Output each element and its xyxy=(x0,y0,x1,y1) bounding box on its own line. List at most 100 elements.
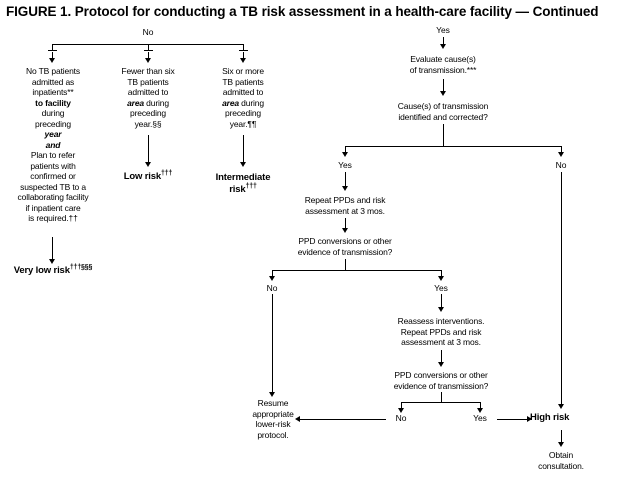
bracket-no-foot-right xyxy=(239,50,248,51)
branch-label-ppd1-no: No xyxy=(266,283,278,293)
branch-label-yes-top: Yes xyxy=(436,25,450,35)
bracket-no-foot-mid xyxy=(144,50,153,51)
connector-ppd2-yes-right xyxy=(497,419,528,420)
arrowhead-intermediate-risk xyxy=(240,162,246,167)
connector-fewer-to-low-risk xyxy=(148,135,149,165)
connector-ppd-question-1-down xyxy=(345,259,346,270)
node-no-tb-patients-l8: and xyxy=(45,139,61,150)
node-no-tb-patients-l6: preceding xyxy=(35,118,71,129)
node-no-tb-patients-l3: inpatients** xyxy=(32,87,74,97)
arrowhead-repeat-ppds-1 xyxy=(342,186,348,191)
node-evaluate-cause: Evaluate cause(s) of transmission.*** xyxy=(383,54,503,75)
bracket-no-foot-left xyxy=(48,50,57,51)
node-low-risk-label: Low risk xyxy=(123,171,162,182)
connector-cause-no-long-down xyxy=(561,172,562,407)
arrowhead-ppd-question-2 xyxy=(438,362,444,367)
arrowhead-ppd1-yes xyxy=(438,276,444,281)
node-no-tb-patients-l15: is required.†† xyxy=(28,213,78,223)
arrowhead-to-fewer-than-six xyxy=(145,58,151,63)
arrowhead-to-six-or-more xyxy=(240,58,246,63)
node-resume-l3: lower-risk xyxy=(255,419,291,429)
arrowhead-reassess xyxy=(438,307,444,312)
node-fewer-than-six-l4-rest: during xyxy=(143,97,169,108)
node-no-tb-patients-l2: admitted as xyxy=(31,76,75,87)
arrowhead-resume xyxy=(269,392,275,397)
node-obtain-consultation: Obtain consultation. xyxy=(516,450,606,471)
node-low-risk: Low risk††† xyxy=(105,170,191,183)
split-ppd1-horizontal xyxy=(272,270,442,271)
node-fewer-than-six-l2: TB patients xyxy=(127,76,169,87)
arrowhead-obtain-consultation xyxy=(558,442,564,447)
node-no-tb-patients-l10: patients with xyxy=(30,160,76,171)
node-evaluate-cause-l2: of transmission.*** xyxy=(409,64,477,75)
node-resume-l2: appropriate xyxy=(252,408,294,419)
node-very-low-risk: Very low risk†††§§§ xyxy=(4,263,102,277)
split-ppd2-horizontal xyxy=(401,402,481,403)
node-repeat-ppds-1-l2: assessment at 3 mos. xyxy=(305,205,385,216)
arrowhead-cause-yes xyxy=(342,152,348,157)
branch-label-ppd1-yes: Yes xyxy=(434,283,448,293)
split-cause-left-stem xyxy=(345,146,346,155)
connector-to-six-or-more xyxy=(243,52,244,60)
connector-yes-top xyxy=(443,37,444,46)
node-no-tb-patients-l11: confirmed or xyxy=(30,171,76,181)
node-resume-l4: protocol. xyxy=(257,429,289,440)
node-six-or-more: Six or more TB patients admitted to area… xyxy=(200,66,286,129)
connector-ppd-question-2-down xyxy=(441,392,442,402)
node-reassess-l2: Repeat PPDs and risk xyxy=(400,326,482,337)
node-reassess-interventions: Reassess interventions. Repeat PPDs and … xyxy=(379,316,503,348)
arrowhead-cause-no xyxy=(558,152,564,157)
node-evaluate-cause-l1: Evaluate cause(s) xyxy=(410,54,476,64)
node-fewer-than-six-l3: admitted to xyxy=(127,87,169,97)
split-ppd2-right-stem xyxy=(480,402,481,411)
node-no-tb-patients: No TB patients admitted as inpatients** … xyxy=(1,66,105,224)
arrowhead-high-risk-from-top xyxy=(558,404,564,409)
node-six-or-more-l4-area: area xyxy=(222,97,239,108)
node-resume-protocol: Resume appropriate lower-risk protocol. xyxy=(240,398,306,440)
node-very-low-risk-sup: †††§§§ xyxy=(69,263,93,271)
connector-six-to-intermediate-risk xyxy=(243,135,244,165)
node-fewer-than-six-l1: Fewer than six xyxy=(121,66,175,76)
node-cause-identified-l1: Cause(s) of transmission xyxy=(397,101,489,111)
arrowhead-high-risk-from-left xyxy=(527,416,532,422)
node-repeat-ppds-1: Repeat PPDs and risk assessment at 3 mos… xyxy=(283,195,407,216)
node-six-or-more-l1: Six or more xyxy=(222,66,264,76)
node-six-or-more-l4-rest: during xyxy=(238,97,264,108)
node-no-tb-patients-l13: collaborating facility xyxy=(17,192,89,202)
node-obtain-consultation-l2: consultation. xyxy=(538,460,584,471)
node-six-or-more-l2: TB patients xyxy=(222,76,264,87)
node-ppd-conversions-2-l2: evidence of transmission? xyxy=(393,380,489,391)
node-ppd-conversions-1: PPD conversions or other evidence of tra… xyxy=(276,236,414,257)
node-ppd-conversions-1-l1: PPD conversions or other xyxy=(298,236,392,246)
branch-label-cause-yes: Yes xyxy=(338,160,352,170)
connector-to-fewer-than-six xyxy=(148,52,149,60)
arrowhead-ppd2-no xyxy=(398,408,404,413)
node-cause-identified-question: Cause(s) of transmission identified and … xyxy=(373,101,513,122)
arrowhead-low-risk xyxy=(145,162,151,167)
connector-repeat-to-ppd-question-1 xyxy=(345,218,346,230)
connector-to-no-tb-patients xyxy=(52,52,53,60)
node-intermediate-risk-l2: risk xyxy=(229,183,246,195)
node-no-tb-patients-l12: suspected TB to a xyxy=(20,181,86,192)
node-no-tb-patients-l1: No TB patients xyxy=(26,66,80,76)
node-resume-l1: Resume xyxy=(257,398,289,408)
split-cause-horizontal xyxy=(345,146,562,147)
node-no-tb-patients-l5: during xyxy=(41,108,65,118)
node-no-tb-patients-l7: year xyxy=(44,129,62,139)
node-repeat-ppds-1-l1: Repeat PPDs and risk xyxy=(304,195,386,205)
node-very-low-risk-label: Very low risk xyxy=(13,265,70,276)
arrowhead-ppd2-yes xyxy=(477,408,483,413)
split-ppd2-left-stem xyxy=(401,402,402,411)
node-intermediate-risk-sup: ††† xyxy=(245,182,257,190)
arrowhead-to-no-tb-patients xyxy=(49,58,55,63)
node-fewer-than-six-l6: year.§§ xyxy=(134,118,162,129)
arrowhead-evaluate-cause xyxy=(440,44,446,49)
node-ppd-conversions-2: PPD conversions or other evidence of tra… xyxy=(372,370,510,391)
node-fewer-than-six: Fewer than six TB patients admitted to a… xyxy=(105,66,191,129)
node-fewer-than-six-l4-area: area xyxy=(127,97,144,108)
connector-no-tb-to-very-low-risk xyxy=(52,237,53,262)
branch-label-ppd2-yes: Yes xyxy=(473,413,487,423)
split-ppd1-left-stem xyxy=(272,270,273,279)
node-six-or-more-l5: preceding xyxy=(225,108,261,118)
